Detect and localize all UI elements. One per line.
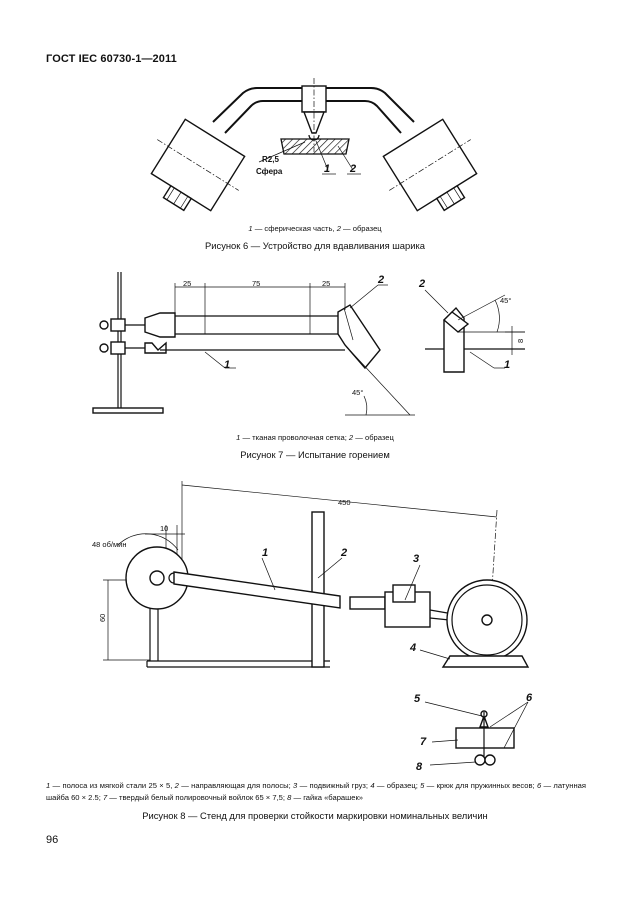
ball-pressure-apparatus [150, 78, 478, 212]
angle-45-main: 45° [352, 388, 363, 397]
fig8-callout-1: 1 [262, 547, 268, 559]
dim-25-left: 25 [183, 279, 191, 288]
dim-450: 450 [338, 498, 351, 507]
document-header: ГОСТ IEC 60730-1—2011 [46, 53, 177, 65]
fig7-callout-2b: 2 [418, 278, 425, 290]
page-number: 96 [46, 834, 59, 846]
figure-6-legend: 1 — сферическая часть, 2 — образец [248, 224, 382, 233]
fig8-callout-3: 3 [413, 553, 419, 565]
dim-8: 8 [516, 339, 525, 343]
fig8-callout-4: 4 [409, 642, 416, 654]
radius-label: R2,5 [262, 155, 279, 164]
flame-test-apparatus [92, 272, 525, 416]
dim-75: 75 [252, 279, 260, 288]
fig8-callout-2: 2 [340, 547, 347, 559]
fig8-callout-7: 7 [420, 736, 427, 748]
fig7-callout-2a: 2 [377, 274, 384, 286]
fig8-callout-8: 8 [416, 761, 423, 773]
fig6-callout-2: 2 [349, 163, 356, 175]
marking-durability-test-rig [103, 481, 530, 766]
figure-6-caption: Рисунок 6 — Устройство для вдавливания ш… [205, 240, 425, 251]
speed-label: 48 об/мин [92, 540, 126, 549]
dim-10: 10 [160, 524, 168, 533]
figure-8-legend: 1 — полоса из мягкой стали 25 × 5, 2 — н… [46, 781, 586, 802]
figure-8-caption: Рисунок 8 — Стенд для проверки стойкости… [142, 810, 488, 821]
fig7-callout-1a: 1 [224, 359, 230, 371]
fig8-callout-5: 5 [414, 693, 421, 705]
angle-45-side: 45° [500, 296, 511, 305]
sphere-label: Сфера [256, 167, 283, 176]
dim-25-right: 25 [322, 279, 330, 288]
fig8-callout-6: 6 [526, 692, 533, 704]
fig6-callout-1: 1 [324, 163, 330, 175]
fig7-callout-1b: 1 [504, 359, 510, 371]
figure-7-caption: Рисунок 7 — Испытание горением [240, 449, 390, 460]
figure-7-legend: 1 — тканая проволочная сетка; 2 — образе… [236, 433, 394, 442]
dim-60: 60 [98, 614, 107, 622]
